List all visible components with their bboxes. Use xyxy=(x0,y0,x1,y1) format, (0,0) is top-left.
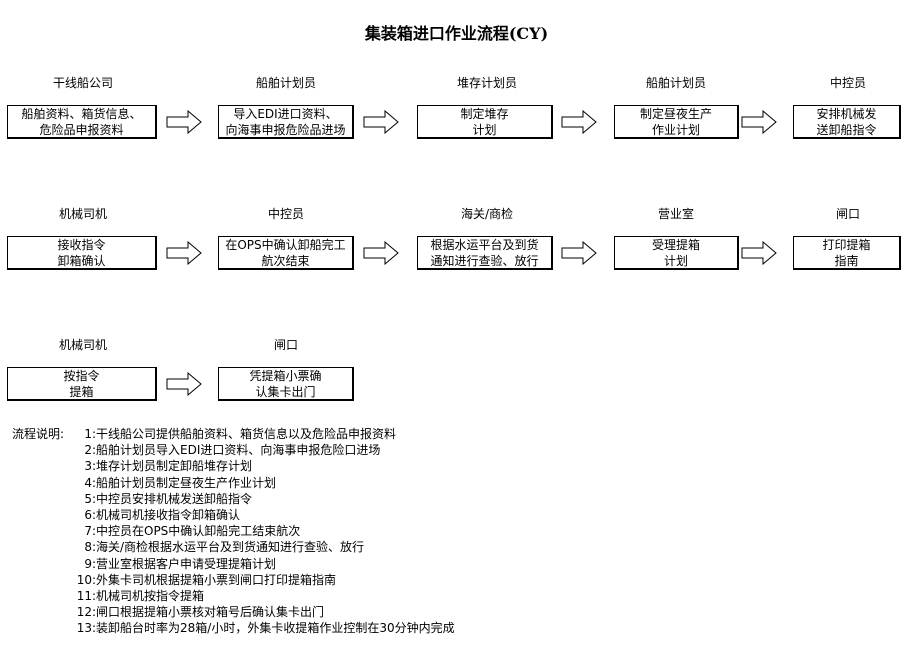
note-number: 12: xyxy=(76,605,96,620)
process-box: 打印提箱 指南 xyxy=(793,236,901,270)
role-label: 闸口 xyxy=(273,338,298,352)
role-label: 机械司机 xyxy=(58,338,107,352)
note-text: 中控员在OPS中确认卸船完工结束航次 xyxy=(96,524,301,539)
box-line: 向海事申报危险品进场 xyxy=(225,122,346,137)
note-row: 8:海关/商检根据水运平台及到货通知进行查验、放行 xyxy=(12,539,455,555)
flow-arrow-icon xyxy=(166,110,202,134)
process-box: 船舶资料、箱货信息、 危险品申报资料 xyxy=(7,105,157,139)
flow-arrow-icon xyxy=(363,241,399,265)
note-row: 11:机械司机按指令提箱 xyxy=(12,588,455,604)
note-text: 堆存计划员制定卸船堆存计划 xyxy=(96,459,253,474)
diagram-title: 集装箱进口作业流程(CY) xyxy=(364,24,549,43)
note-text: 机械司机按指令提箱 xyxy=(96,589,205,604)
note-row: 2:船舶计划员导入EDI进口资料、向海事申报危险口进场 xyxy=(12,442,455,458)
flow-arrow-icon xyxy=(363,110,399,134)
note-text: 闸口根据提箱小票核对箱号后确认集卡出门 xyxy=(96,605,325,620)
flow-arrow-icon xyxy=(741,110,777,134)
role-label: 干线船公司 xyxy=(52,76,113,90)
note-text: 中控员安排机械发送卸船指令 xyxy=(96,491,253,506)
box-line: 船舶资料、箱货信息、 xyxy=(21,106,142,121)
note-number: 9: xyxy=(84,556,96,571)
role-label: 海关/商检 xyxy=(460,207,514,221)
note-number: 8: xyxy=(84,540,96,555)
flow-arrow-icon xyxy=(166,241,202,265)
box-line: 计划 xyxy=(472,122,497,137)
process-box: 制定堆存 计划 xyxy=(417,105,553,139)
note-number: 6: xyxy=(84,508,96,523)
flow-arrow-icon xyxy=(741,241,777,265)
box-line: 制定堆存 xyxy=(460,106,509,121)
process-box: 接收指令 卸箱确认 xyxy=(7,236,157,270)
box-line: 航次结束 xyxy=(261,253,310,268)
note-number: 7: xyxy=(84,524,96,539)
process-box: 导入EDI进口资料、 向海事申报危险品进场 xyxy=(218,105,354,139)
box-line: 作业计划 xyxy=(651,122,700,137)
process-box: 在OPS中确认卸船完工 航次结束 xyxy=(218,236,354,270)
process-box: 根据水运平台及到货 通知进行查验、放行 xyxy=(417,236,553,270)
note-row: 流程说明: 1:干线船公司提供船舶资料、箱货信息以及危险品申报资料 xyxy=(12,426,455,442)
box-line: 危险品申报资料 xyxy=(39,122,124,137)
note-number: 13: xyxy=(76,621,96,636)
box-line: 根据水运平台及到货 xyxy=(430,237,539,252)
note-row: 3:堆存计划员制定卸船堆存计划 xyxy=(12,458,455,474)
note-number: 4: xyxy=(84,475,96,490)
note-text: 营业室根据客户申请受理提箱计划 xyxy=(96,556,277,571)
box-line: 提箱 xyxy=(69,384,94,399)
role-label: 船舶计划员 xyxy=(255,76,316,90)
note-number: 3: xyxy=(84,459,96,474)
note-text: 船舶计划员导入EDI进口资料、向海事申报危险口进场 xyxy=(96,443,381,458)
role-label: 中控员 xyxy=(267,207,304,221)
process-notes: 流程说明:1:干线船公司提供船舶资料、箱货信息以及危险品申报资料 2:船舶计划员… xyxy=(12,426,455,637)
box-line: 凭提箱小票确 xyxy=(249,368,322,383)
note-text: 机械司机接收指令卸箱确认 xyxy=(96,508,241,523)
flow-arrow-icon xyxy=(561,241,597,265)
box-line: 受理提箱 xyxy=(651,237,700,252)
note-row: 7:中控员在OPS中确认卸船完工结束航次 xyxy=(12,523,455,539)
note-number: 10: xyxy=(76,572,96,587)
note-row: 4:船舶计划员制定昼夜生产作业计划 xyxy=(12,475,455,491)
box-line: 在OPS中确认卸船完工 xyxy=(225,237,346,252)
note-row: 12:闸口根据提箱小票核对箱号后确认集卡出门 xyxy=(12,604,455,620)
note-row: 13:装卸船台时率为28箱/小时，外集卡收提箱作业控制在30分钟内完成 xyxy=(12,620,455,636)
note-text: 装卸船台时率为28箱/小时，外集卡收提箱作业控制在30分钟内完成 xyxy=(96,621,455,636)
process-box: 安排机械发 送卸船指令 xyxy=(793,105,901,139)
box-line: 接收指令 xyxy=(57,237,106,252)
process-box: 受理提箱 计划 xyxy=(614,236,739,270)
box-line: 计划 xyxy=(663,253,688,268)
process-box: 制定昼夜生产 作业计划 xyxy=(614,105,739,139)
box-line: 导入EDI进口资料、 xyxy=(233,106,338,121)
note-row: 6:机械司机接收指令卸箱确认 xyxy=(12,507,455,523)
notes-prefix: 流程说明: xyxy=(12,427,65,441)
box-line: 送卸船指令 xyxy=(816,122,877,137)
role-label: 营业室 xyxy=(657,207,694,221)
box-line: 打印提箱 xyxy=(822,237,871,252)
role-label: 中控员 xyxy=(829,76,866,90)
role-label: 闸口 xyxy=(835,207,860,221)
box-line: 卸箱确认 xyxy=(57,253,106,268)
flow-arrow-icon xyxy=(166,372,202,396)
note-number: 11: xyxy=(76,589,96,604)
box-line: 制定昼夜生产 xyxy=(639,106,712,121)
box-line: 按指令 xyxy=(63,368,100,383)
role-label: 船舶计划员 xyxy=(645,76,706,90)
note-number: 5: xyxy=(84,491,96,506)
role-label: 机械司机 xyxy=(58,207,107,221)
note-text: 船舶计划员制定昼夜生产作业计划 xyxy=(96,475,277,490)
note-text: 外集卡司机根据提箱小票到闸口打印提箱指南 xyxy=(96,572,337,587)
note-text: 干线船公司提供船舶资料、箱货信息以及危险品申报资料 xyxy=(96,427,397,441)
flow-arrow-icon xyxy=(561,110,597,134)
box-line: 指南 xyxy=(834,253,859,268)
box-line: 认集卡出门 xyxy=(255,384,316,399)
process-box: 按指令 提箱 xyxy=(7,367,157,401)
box-line: 通知进行查验、放行 xyxy=(430,253,539,268)
process-box: 凭提箱小票确 认集卡出门 xyxy=(218,367,354,401)
note-row: 9:营业室根据客户申请受理提箱计划 xyxy=(12,556,455,572)
note-row: 5:中控员安排机械发送卸船指令 xyxy=(12,491,455,507)
note-number: 2: xyxy=(84,443,96,458)
box-line: 安排机械发 xyxy=(816,106,877,121)
note-row: 10:外集卡司机根据提箱小票到闸口打印提箱指南 xyxy=(12,572,455,588)
role-label: 堆存计划员 xyxy=(456,76,517,90)
note-text: 海关/商检根据水运平台及到货通知进行查验、放行 xyxy=(96,540,365,555)
note-number: 1: xyxy=(84,427,96,441)
